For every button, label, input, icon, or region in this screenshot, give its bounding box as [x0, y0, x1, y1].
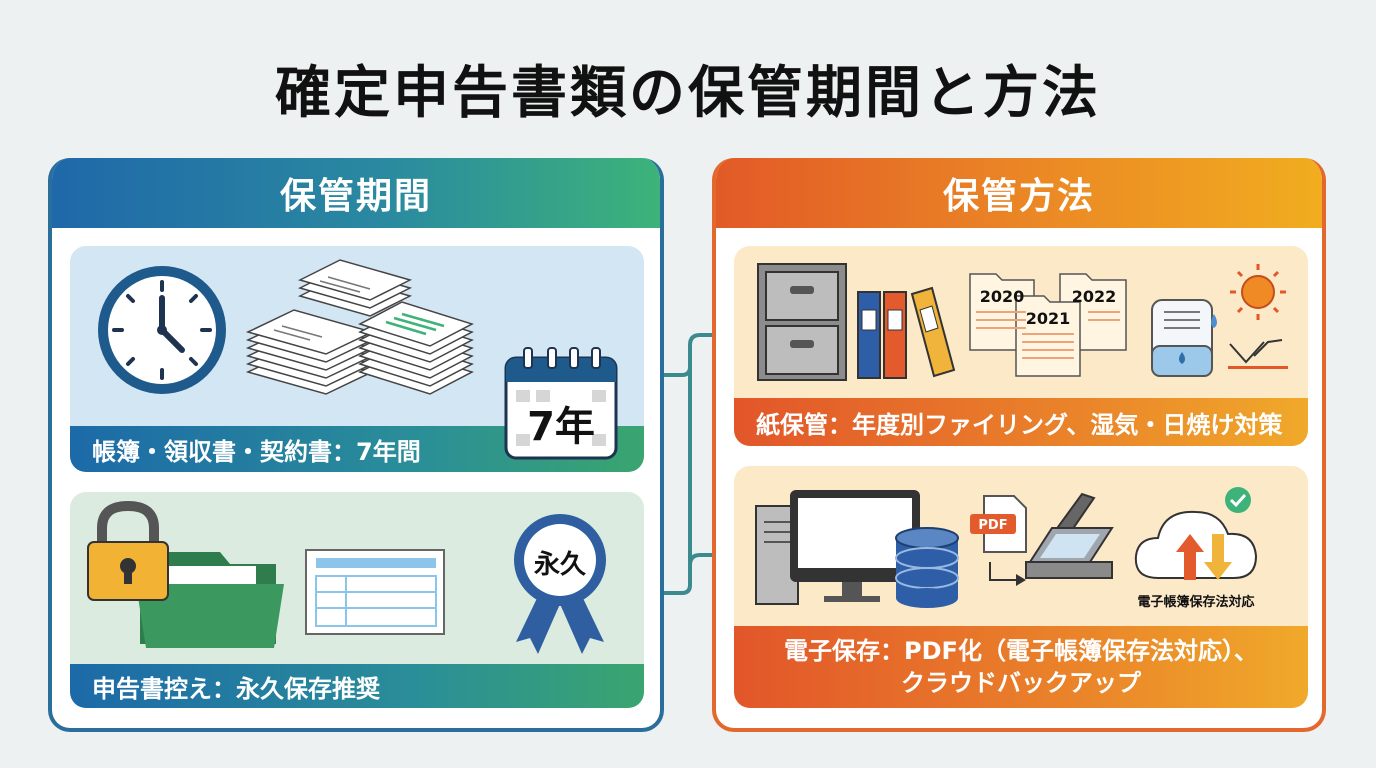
pdf-file-icon — [970, 495, 1027, 586]
padlock-icon — [87, 500, 169, 601]
form-document-icon — [305, 549, 445, 635]
retention-period-header: 保管期間 — [52, 158, 660, 228]
award-ribbon-icon — [514, 514, 606, 654]
permanent-card: 永久 申告書控え：永久保存推奨 — [70, 492, 644, 708]
folder-icon — [136, 552, 284, 648]
binders-icon — [857, 286, 956, 379]
cloud-caption: 電子帳簿保存法対応 — [1137, 594, 1254, 610]
paper-storage-label: 紙保管：年度別ファイリング、湿気・日焼け対策 — [734, 398, 1308, 446]
pdf-tag: PDF — [978, 518, 1007, 533]
electronic-storage-card: PDF 電子帳簿保存法対応 電子保存：PDF化（電子帳簿保存法対応）、 クラウド… — [734, 466, 1308, 708]
folder-year-2022: 2022 — [1072, 287, 1117, 306]
dehumidifier-icon — [1151, 299, 1217, 377]
computer-icon — [755, 490, 920, 605]
seven-year-badge: 7年 — [527, 404, 595, 450]
scanner-icon — [1025, 492, 1114, 579]
folder-year-2020: 2020 — [980, 287, 1025, 306]
cloud-sync-icon — [1134, 487, 1258, 580]
clock-icon — [98, 266, 226, 394]
permanent-label: 申告書控え：永久保存推奨 — [70, 664, 644, 708]
sun-icon — [1228, 264, 1288, 369]
document-stack-icon — [245, 259, 474, 395]
paper-storage-card: 2020 2022 2021 — [734, 246, 1308, 446]
electronic-label-line2: クラウドバックアップ — [901, 669, 1141, 697]
calendar-icon: 7年 — [504, 344, 618, 460]
storage-method-panel: 保管方法 — [712, 158, 1326, 732]
folder-year-2021: 2021 — [1026, 309, 1071, 328]
filing-cabinet-icon — [757, 263, 847, 381]
permanent-badge: 永久 — [533, 550, 586, 580]
electronic-label-line1: 電子保存：PDF化（電子帳簿保存法対応）、 — [784, 637, 1258, 665]
database-icon — [895, 527, 959, 608]
page-title: 確定申告書類の保管期間と方法 — [275, 61, 1101, 126]
electronic-storage-label: 電子保存：PDF化（電子帳簿保存法対応）、 クラウドバックアップ — [734, 626, 1308, 708]
retention-period-panel: 保管期間 — [48, 158, 664, 732]
storage-method-header: 保管方法 — [716, 158, 1322, 228]
